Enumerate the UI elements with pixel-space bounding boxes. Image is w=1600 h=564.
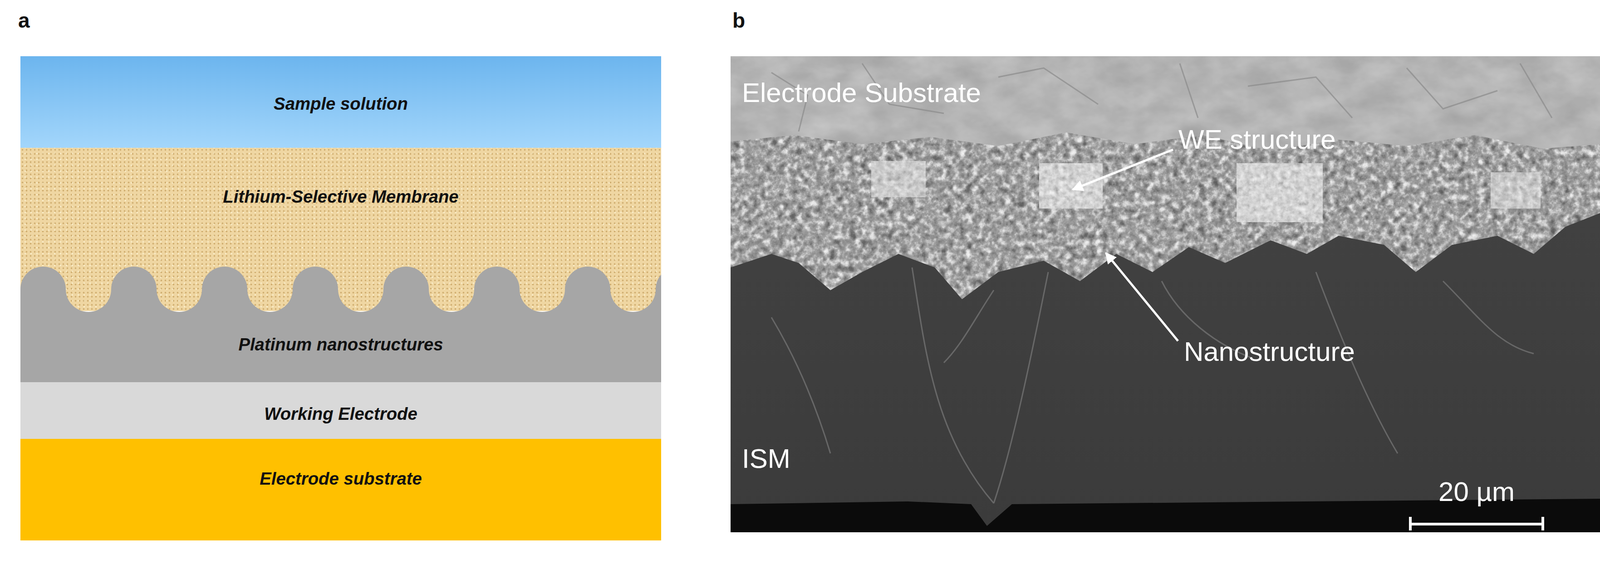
leader-arrow	[1105, 253, 1178, 342]
region-label: ISM	[741, 444, 791, 475]
scale-label: 20 µm	[1438, 477, 1515, 508]
bright-clump	[1039, 163, 1103, 209]
layer-label: Sample solution	[20, 93, 662, 114]
electrode-layer: Working Electrode	[20, 382, 662, 440]
ism-region	[730, 56, 1600, 533]
bright-clump	[871, 161, 926, 198]
leader-arrow	[1072, 149, 1174, 190]
sem-image	[730, 56, 1600, 533]
substrate-layer: Electrode substrate	[20, 439, 662, 541]
callout-label: Nanostructure	[1183, 337, 1355, 368]
layer-label: Electrode substrate	[20, 469, 662, 490]
scale-bar	[1410, 517, 1543, 531]
wave-outline	[20, 265, 662, 383]
layer-label: Working Electrode	[20, 404, 662, 425]
nanostructure-layer	[730, 127, 1600, 309]
solution-layer: Sample solution	[20, 56, 662, 148]
layer-label: Lithium-Selective Membrane	[20, 186, 662, 207]
bright-clump	[1236, 163, 1323, 223]
platinum-layer: Platinum nanostructures	[20, 265, 662, 383]
layer-label: Platinum nanostructures	[20, 334, 662, 355]
membrane-folds	[771, 267, 1534, 504]
panel-letter: a	[18, 9, 30, 33]
panel-letter: b	[732, 9, 746, 33]
bright-clump	[1490, 172, 1541, 209]
region-label: Electrode Substrate	[741, 78, 982, 108]
callout-label: WE structure	[1178, 124, 1336, 155]
